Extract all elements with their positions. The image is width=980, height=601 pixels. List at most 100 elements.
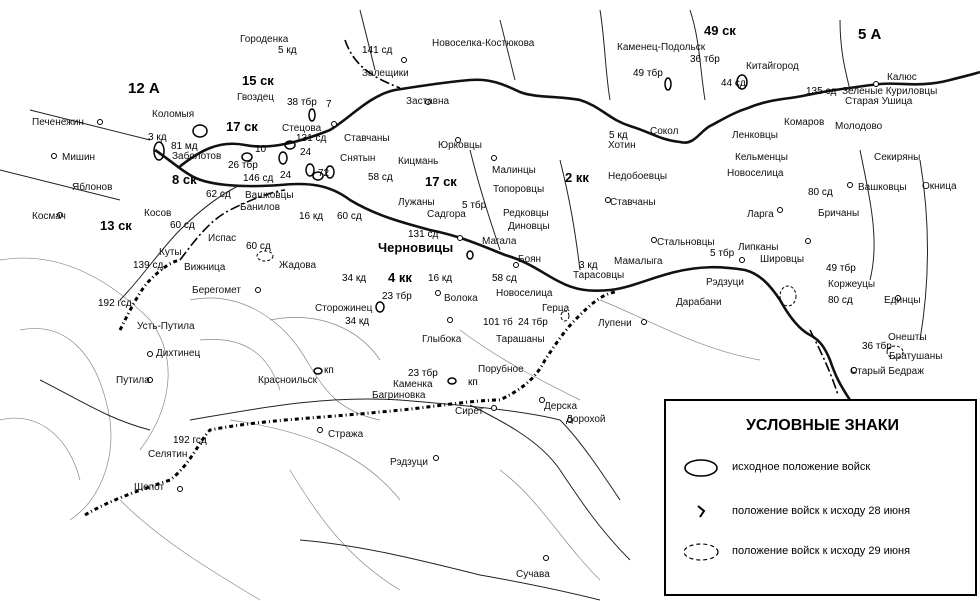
unit-label: 36 тбр (690, 53, 720, 65)
unit-label: 192 гсд (173, 435, 207, 446)
place-label: Рэдзуци (390, 457, 428, 468)
place-label: Ленковцы (732, 130, 778, 141)
place-label: Стецова (282, 123, 322, 134)
settlement-marker (739, 257, 745, 263)
front-lines (84, 39, 839, 517)
settlement-marker (873, 81, 879, 87)
corps-label: 15 ск (242, 73, 274, 88)
place-label: Заставна (406, 96, 449, 107)
unit-label: 49 тбр (633, 67, 663, 79)
unit-label: 34 кд (345, 316, 369, 327)
unit-label: 23 тбр (408, 367, 438, 379)
place-label: Ставчаны (610, 197, 656, 208)
river-south-1 (39, 379, 151, 431)
initial-position-symbol-icon (684, 459, 718, 477)
unit-label: 36 тбр (862, 340, 892, 352)
initial-position-marker (153, 141, 165, 161)
place-label: Глыбока (422, 333, 462, 345)
unit-label: 58 сд (492, 273, 517, 284)
place-label: Онешты (888, 332, 927, 343)
place-label: Залещики (362, 68, 409, 79)
settlement-marker (567, 417, 573, 423)
seret-river (189, 398, 621, 501)
corps-label: 13 ск (100, 218, 132, 233)
river-east-2 (919, 159, 928, 341)
corps-label: 17 ск (425, 174, 457, 189)
unit-label: 141 сд (362, 45, 392, 56)
settlement-marker (805, 238, 811, 244)
initial-position-marker (192, 124, 208, 138)
unit-label: 3 кд (579, 260, 598, 271)
unit-marker (447, 377, 457, 385)
place-label: Дорохой (566, 414, 606, 425)
place-label: Кицмань (398, 156, 438, 167)
place-label: Секиряны (874, 152, 920, 163)
unit-label: 24 тбр (518, 316, 548, 328)
place-label: Кельменцы (735, 152, 788, 163)
place-label: Берегомет (192, 285, 241, 296)
position-28-june-symbol-icon (697, 505, 706, 518)
unit-label: 80 сд (808, 187, 833, 198)
place-label: Вашковцы (245, 190, 294, 201)
place-label: Молодово (835, 121, 883, 132)
place-label: Банилов (240, 202, 280, 213)
settlement-marker (435, 290, 441, 296)
settlement-marker (851, 367, 857, 373)
legend: УСЛОВНЫЕ ЗНАКИ исходное положение войск … (664, 399, 977, 596)
place-label: Мишин (62, 152, 95, 163)
place-label: Липканы (738, 242, 778, 253)
terrain-contours (0, 257, 761, 601)
settlement-marker (491, 405, 497, 411)
place-label: Космач (32, 211, 66, 222)
army-label: 5 А (858, 26, 882, 43)
place-label: Новоселица (496, 288, 553, 299)
unit-label: 146 сд (243, 173, 273, 184)
unit-label: 131 сд (296, 133, 326, 144)
place-label: Тарашаны (496, 334, 545, 345)
settlement-marker (491, 155, 497, 161)
unit-label: 5 тбр (710, 247, 735, 259)
place-label: Редковцы (503, 208, 549, 219)
front-line-28 (118, 258, 181, 331)
place-label: Порубное (478, 363, 524, 375)
corps-labels: 15 ск 17 ск 8 ск 13 ск 17 ск 49 ск 2 кк … (100, 23, 736, 285)
place-label: Окница (922, 181, 957, 192)
settlement-marker (317, 427, 323, 433)
initial-position-marker (664, 77, 672, 91)
troop-positions (153, 74, 904, 359)
settlement-marker (455, 137, 461, 143)
place-label: Старая Ушица (845, 96, 913, 107)
dniester-river (177, 70, 980, 170)
unit-label: кп (468, 377, 478, 388)
place-label: Испас (208, 233, 236, 244)
initial-position-marker (736, 74, 748, 90)
place-label: Китайгород (746, 61, 799, 72)
place-label: Багриновка (372, 390, 426, 401)
place-label: Малинцы (492, 165, 536, 176)
legend-item-29-june: положение войск к исходу 29 июня (680, 541, 970, 563)
unit-label: 60 сд (246, 241, 271, 252)
place-label: Каменец-Подольск (617, 42, 706, 53)
unit-label: 62 сд (206, 189, 231, 200)
place-label: Шепот (134, 482, 164, 493)
corps-label: 49 ск (704, 23, 736, 38)
place-label: Гвоздец (237, 92, 274, 103)
unit-label: 16 кд (299, 211, 323, 222)
settlement-marker (641, 319, 647, 325)
initial-position-marker (305, 163, 315, 177)
river-north-2 (499, 19, 516, 81)
position-29-june-marker (560, 310, 570, 322)
place-label: Ларга (747, 209, 774, 220)
river-west-1 (29, 109, 151, 141)
place-label: Мамалыга (614, 256, 663, 267)
river-north-3 (599, 9, 611, 101)
place-label: Ставчаны (344, 133, 390, 144)
place-label: Красноильск (258, 375, 318, 386)
unit-label: кп (324, 365, 334, 376)
place-label: Коломыя (152, 109, 194, 120)
settlement-marker (177, 486, 183, 492)
position-29-june-marker (779, 285, 797, 307)
place-label: Путила (116, 375, 150, 386)
initial-position-marker (325, 165, 335, 179)
